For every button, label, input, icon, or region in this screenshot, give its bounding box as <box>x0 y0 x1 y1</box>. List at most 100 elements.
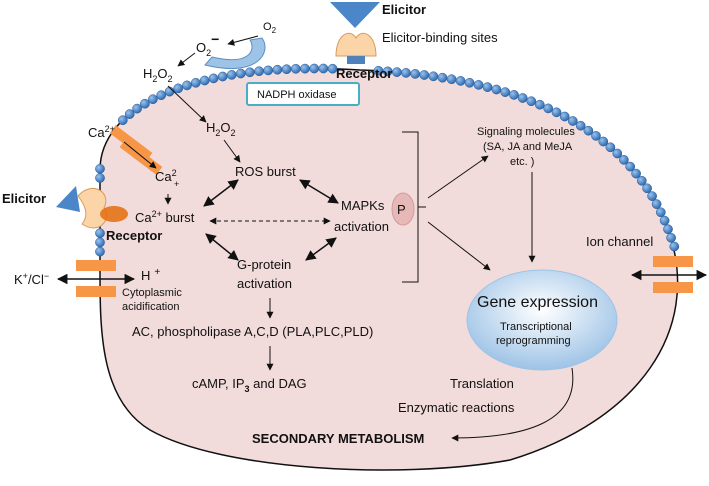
membrane-bead <box>567 116 578 126</box>
membrane-bead <box>164 86 175 97</box>
receptor-top-stalk <box>347 56 365 64</box>
membrane-bead <box>309 63 320 74</box>
membrane-bead <box>95 228 105 239</box>
receptor-left-icon <box>77 188 107 229</box>
membrane-bead <box>642 183 652 194</box>
membrane-bead <box>235 68 246 79</box>
nadph-oxidase-label: NADPH oxidase <box>257 89 336 101</box>
membrane-bead <box>526 96 537 107</box>
superoxide-label: O2− <box>196 31 219 58</box>
membrane-bead <box>517 93 528 103</box>
membrane-bead <box>401 68 411 78</box>
membrane-bead <box>245 67 255 78</box>
signaling-bracket <box>402 131 426 283</box>
membrane-bead <box>605 142 616 153</box>
membrane-bead <box>659 215 670 226</box>
membrane-bead <box>318 63 329 74</box>
arrow-mapks-gprotein <box>305 237 337 261</box>
membrane-bead <box>290 63 301 74</box>
membrane-bead <box>124 109 135 119</box>
membrane-bead <box>132 103 142 114</box>
arrow-ca-in <box>123 141 157 169</box>
membrane-bilayer <box>95 63 680 257</box>
elicitor-top-icon <box>330 2 380 28</box>
membrane-bead <box>612 148 623 159</box>
ca-inside-label: Ca2+ <box>155 168 179 189</box>
membrane-bead <box>95 246 105 257</box>
membrane-bead <box>625 161 636 172</box>
membrane-bead <box>140 98 150 109</box>
gene-expression-nucleus <box>466 269 618 371</box>
ion-channel-left <box>76 260 116 297</box>
membrane-bead <box>455 76 466 86</box>
arrow-h2o2-in <box>167 85 207 123</box>
elicitor-left-icon <box>56 186 80 212</box>
membrane-bead <box>392 67 402 77</box>
elicitor-binding-sites-label: Elicitor-binding sites <box>382 30 498 45</box>
arrow-h2o2-to-ros <box>223 139 241 163</box>
membrane-bead <box>543 103 554 114</box>
arrow-bracket-to-gene <box>427 221 491 271</box>
receptor-left-base <box>100 206 128 222</box>
membrane-bead <box>551 107 562 118</box>
signaling-label-line3: etc. ) <box>510 156 534 168</box>
gprotein-label-line1: G-protein <box>237 257 291 272</box>
ca-outside-label: Ca2+ <box>88 124 115 140</box>
ion-channel-right <box>653 256 693 293</box>
h2o2-outside-label: H2O2 <box>143 66 173 84</box>
membrane-bead <box>491 84 502 95</box>
camp-label: cAMP, IP3 and DAG <box>192 376 307 394</box>
membrane-bead <box>473 80 484 90</box>
signaling-label-line1: Signaling molecules <box>477 126 575 138</box>
membrane-bead <box>655 207 666 218</box>
transcriptional-label-line1: Transcriptional <box>500 321 572 333</box>
k-cl-label: K+/Cl− <box>14 271 49 287</box>
arrow-o2-to-superoxide <box>227 35 259 46</box>
mapks-label-line1: MAPKs <box>341 198 385 213</box>
membrane-bead <box>446 74 457 85</box>
arrow-bracket-to-signaling <box>427 155 489 199</box>
nadph-oxidase-channel <box>204 37 266 70</box>
membrane-bead <box>651 199 662 209</box>
membrane-bead <box>300 63 310 74</box>
membrane-bead <box>631 168 641 179</box>
ac-phospholipase-label: AC, phospholipase A,C,D (PLA,PLC,PLD) <box>132 324 373 339</box>
membrane-bead <box>281 64 292 75</box>
signaling-label-line2: (SA, JA and MeJA <box>483 141 573 153</box>
membrane-bead <box>619 155 629 165</box>
membrane-bead <box>663 224 673 235</box>
membrane-bead <box>509 90 519 100</box>
enzymatic-label: Enzymatic reactions <box>398 400 515 415</box>
h2o2-inside-label: H2O2 <box>206 120 236 138</box>
membrane-bead <box>575 120 586 131</box>
gprotein-label-line2: activation <box>237 276 292 291</box>
membrane-bead <box>669 241 680 252</box>
o2-label: O2 <box>263 21 277 35</box>
cytoplasmic-label-line1: Cytoplasmic <box>122 287 182 299</box>
secondary-metabolism-label: SECONDARY METABOLISM <box>252 431 424 446</box>
membrane-bead <box>482 82 493 92</box>
membrane-bead <box>500 87 511 97</box>
membrane-bead <box>428 71 439 82</box>
membrane-bead <box>598 136 609 147</box>
mapks-label-line2: activation <box>334 219 389 234</box>
transcriptional-label-line2: reprogramming <box>496 335 571 347</box>
ros-burst-label: ROS burst <box>235 164 296 179</box>
arrow-ros-mapks <box>299 179 339 204</box>
membrane-bead <box>95 163 105 174</box>
membrane-bead <box>437 72 448 83</box>
p-badge <box>391 192 415 226</box>
translation-label: Translation <box>450 376 514 391</box>
membrane-bead <box>419 70 430 80</box>
arrow-superoxide-to-h2o2 <box>177 52 196 67</box>
membrane-bead <box>666 232 676 243</box>
membrane-bead <box>464 77 475 88</box>
elicitor-left-label: Elicitor <box>2 191 46 206</box>
membrane-bead <box>263 65 274 76</box>
arrow-ca-ros <box>203 179 239 207</box>
membrane-bead <box>591 131 601 141</box>
membrane-bead <box>182 80 192 91</box>
cytoplasmic-label-line2: acidification <box>122 301 179 313</box>
membrane-bead <box>636 175 647 186</box>
